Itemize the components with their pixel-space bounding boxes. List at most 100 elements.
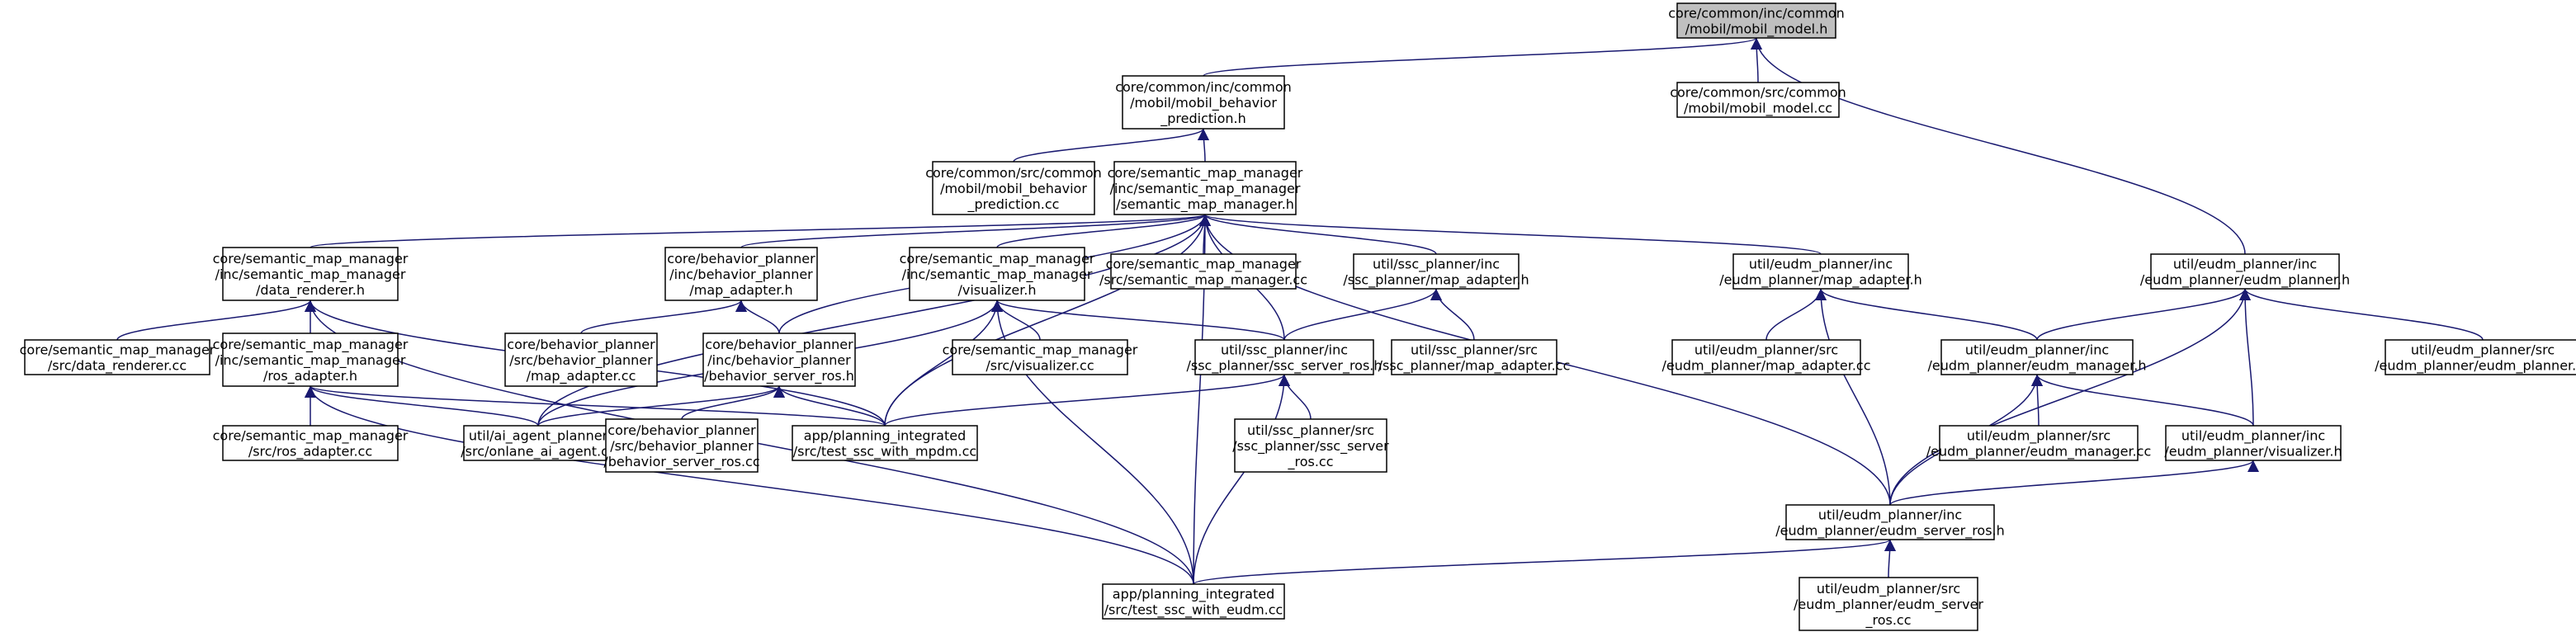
file-node-sscma[interactable]: util/ssc_planner/inc/ssc_planner/map_ada…	[1343, 253, 1529, 290]
file-node-smm[interactable]: core/semantic_map_manager/inc/semantic_m…	[1108, 161, 1303, 215]
file-node-eudmpcc[interactable]: util/eudm_planner/src/eudm_planner/eudm_…	[2375, 339, 2576, 375]
edge-mpdm-to-vis	[884, 299, 1003, 427]
file-node-label: /behavior_server_ros.cc	[603, 454, 759, 470]
file-node-sscsrcc[interactable]: util/ssc_planner/src/ssc_planner/ssc_ser…	[1232, 418, 1389, 473]
file-node-eudmm[interactable]: util/eudm_planner/inc/eudm_planner/eudm_…	[1927, 339, 2147, 375]
edge-mpdm-to-bpsr	[773, 385, 886, 427]
file-node-box	[222, 425, 399, 461]
file-node-box	[1122, 75, 1285, 130]
file-node-eudm[interactable]: app/planning_integrated/src/test_ssc_wit…	[1102, 583, 1285, 620]
file-node-mbpcc[interactable]: core/common/src/common/mobil/mobil_behav…	[925, 161, 1102, 215]
file-node-box	[909, 247, 1085, 301]
file-node-box	[2150, 253, 2340, 290]
file-node-label: /ssc_planner/map_adapter.h	[1343, 272, 1529, 289]
file-node-label: core/semantic_map_manager	[20, 342, 215, 359]
file-node-label: /inc/semantic_map_manager	[215, 266, 406, 283]
file-node-sscsr[interactable]: util/ssc_planner/inc/ssc_planner/ssc_ser…	[1186, 339, 1383, 375]
file-node-label: /inc/semantic_map_manager	[215, 352, 406, 369]
file-node-label: util/ssc_planner/inc	[1373, 257, 1500, 273]
file-node-label: core/semantic_map_manager	[900, 251, 1095, 267]
file-node-label: /eudm_planner/eudm_planner.cc	[2375, 358, 2576, 375]
file-node-box	[222, 333, 399, 387]
file-node-label: /src/test_ssc_with_mpdm.cc	[793, 444, 976, 460]
file-node-label: util/eudm_planner/src	[1967, 428, 2110, 445]
file-node-box	[1671, 339, 1861, 375]
file-node-label: core/behavior_planner	[667, 251, 815, 267]
edge-eudmmacc-to-eudmma	[1765, 288, 1827, 341]
file-node-label: core/common/src/common	[1670, 85, 1846, 101]
file-node-label: /map_adapter.h	[689, 282, 792, 299]
edge-eudmsrcc-to-eudmsr	[1884, 539, 1896, 578]
file-node-label: /eudm_planner/map_adapter.cc	[1662, 358, 1871, 375]
file-node-drcc[interactable]: core/semantic_map_manager/src/data_rende…	[20, 339, 215, 375]
file-node-viscc[interactable]: core/semantic_map_manager/src/visualizer…	[943, 339, 1138, 375]
file-node-label: /data_renderer.h	[256, 282, 365, 299]
file-node-eudmsr[interactable]: util/eudm_planner/inc/eudm_planner/eudm_…	[1775, 504, 2005, 540]
file-node-label: core/behavior_planner	[607, 422, 756, 439]
file-nodes: core/common/inc/common/mobil/mobil_model…	[20, 2, 2576, 631]
file-node-smmcc[interactable]: core/semantic_map_manager/src/semantic_m…	[1099, 253, 1307, 290]
file-node-label: util/ai_agent_planner	[469, 428, 608, 445]
file-node-label: /eudm_planner/eudm_manager.h	[1927, 358, 2146, 375]
file-node-label: core/common/inc/common	[1115, 79, 1292, 95]
file-node-box	[664, 247, 818, 301]
edge-mpdm-to-ra	[305, 385, 886, 427]
edge-eudm-to-ra	[305, 385, 1194, 585]
file-node-bpma[interactable]: core/behavior_planner/inc/behavior_plann…	[664, 247, 818, 301]
file-node-label: /mobil/mobil_behavior	[1130, 95, 1277, 111]
file-node-label: /eudm_planner/eudm_planner.h	[2140, 272, 2350, 289]
file-node-label: core/common/inc/common	[1668, 6, 1845, 21]
file-node-label: /ssc_planner/map_adapter.cc	[1378, 358, 1571, 375]
file-node-label: core/semantic_map_manager	[213, 337, 409, 353]
file-node-eudmmacc[interactable]: util/eudm_planner/src/eudm_planner/map_a…	[1662, 339, 1871, 375]
file-node-label: /map_adapter.cc	[527, 368, 636, 384]
file-node-root[interactable]: core/common/inc/common/mobil/mobil_model…	[1668, 2, 1845, 39]
file-node-vis[interactable]: core/semantic_map_manager/inc/semantic_m…	[900, 247, 1095, 301]
file-node-bpsr[interactable]: core/behavior_planner/inc/behavior_plann…	[702, 333, 856, 387]
file-node-mpdm[interactable]: app/planning_integrated/src/test_ssc_wit…	[792, 425, 978, 461]
file-node-label: /visualizer.h	[957, 282, 1036, 298]
file-node-label: util/eudm_planner/inc	[1965, 342, 2109, 359]
file-node-label: /ssc_planner/ssc_server_ros.h	[1186, 358, 1382, 375]
file-node-label: core/common/src/common	[925, 165, 1102, 181]
file-node-box	[2165, 425, 2342, 461]
file-node-label: core/semantic_map_manager	[213, 251, 409, 267]
file-node-box	[1676, 82, 1840, 118]
edge-eudmmcc-to-eudmm	[2031, 374, 2044, 427]
file-node-label: /inc/semantic_map_manager	[902, 266, 1093, 283]
file-node-bpmacc[interactable]: core/behavior_planner/src/behavior_plann…	[504, 333, 658, 387]
edge-bpsr-to-bpma	[735, 299, 780, 334]
file-node-box	[932, 161, 1095, 215]
file-node-ra[interactable]: core/semantic_map_manager/inc/semantic_m…	[213, 333, 409, 387]
file-node-sscmacc[interactable]: util/ssc_planner/src/ssc_planner/map_ada…	[1378, 339, 1571, 375]
file-node-label: util/eudm_planner/inc	[2181, 428, 2325, 445]
file-node-box	[792, 425, 978, 461]
file-node-label: /src/behavior_planner	[610, 438, 754, 455]
file-node-box	[702, 333, 856, 387]
file-node-label: /behavior_server_ros.h	[704, 368, 854, 384]
edge-drcc-to-dr	[116, 299, 316, 341]
file-node-label: /src/ros_adapter.cc	[248, 444, 372, 460]
edge-mbp-to-root	[1203, 37, 1762, 77]
file-node-mmcc[interactable]: core/common/src/common/mobil/mobil_model…	[1670, 82, 1846, 118]
file-node-ai[interactable]: util/ai_agent_planner/src/onlane_ai_agen…	[461, 425, 616, 461]
file-node-eudmp[interactable]: util/eudm_planner/inc/eudm_planner/eudm_…	[2140, 253, 2350, 290]
file-node-box	[504, 333, 658, 387]
file-node-eudmsrcc[interactable]: util/eudm_planner/src/eudm_planner/eudm_…	[1794, 577, 1983, 631]
file-node-eudmvis[interactable]: util/eudm_planner/inc/eudm_planner/visua…	[2164, 425, 2342, 461]
file-node-mbp[interactable]: core/common/inc/common/mobil/mobil_behav…	[1115, 75, 1292, 130]
file-node-box	[1234, 418, 1387, 473]
file-node-bpsrcc[interactable]: core/behavior_planner/src/behavior_plann…	[603, 418, 760, 473]
file-node-racc[interactable]: core/semantic_map_manager/src/ros_adapte…	[213, 425, 409, 461]
file-node-box	[1939, 425, 2139, 461]
file-node-dr[interactable]: core/semantic_map_manager/inc/semantic_m…	[213, 247, 409, 301]
edge-sscsrcc-to-sscsr	[1279, 374, 1312, 420]
file-node-label: util/ssc_planner/src	[1247, 422, 1374, 439]
file-node-eudmma[interactable]: util/eudm_planner/inc/eudm_planner/map_a…	[1719, 253, 1922, 290]
file-node-eudmmcc[interactable]: util/eudm_planner/src/eudm_planner/eudm_…	[1926, 425, 2151, 461]
file-node-box	[1676, 2, 1836, 39]
file-node-label: app/planning_integrated	[1113, 587, 1274, 603]
file-node-label: core/semantic_map_manager	[213, 428, 409, 445]
file-node-label: util/ssc_planner/inc	[1221, 342, 1348, 359]
edge-eudmm-to-eudmma	[1815, 288, 2038, 341]
